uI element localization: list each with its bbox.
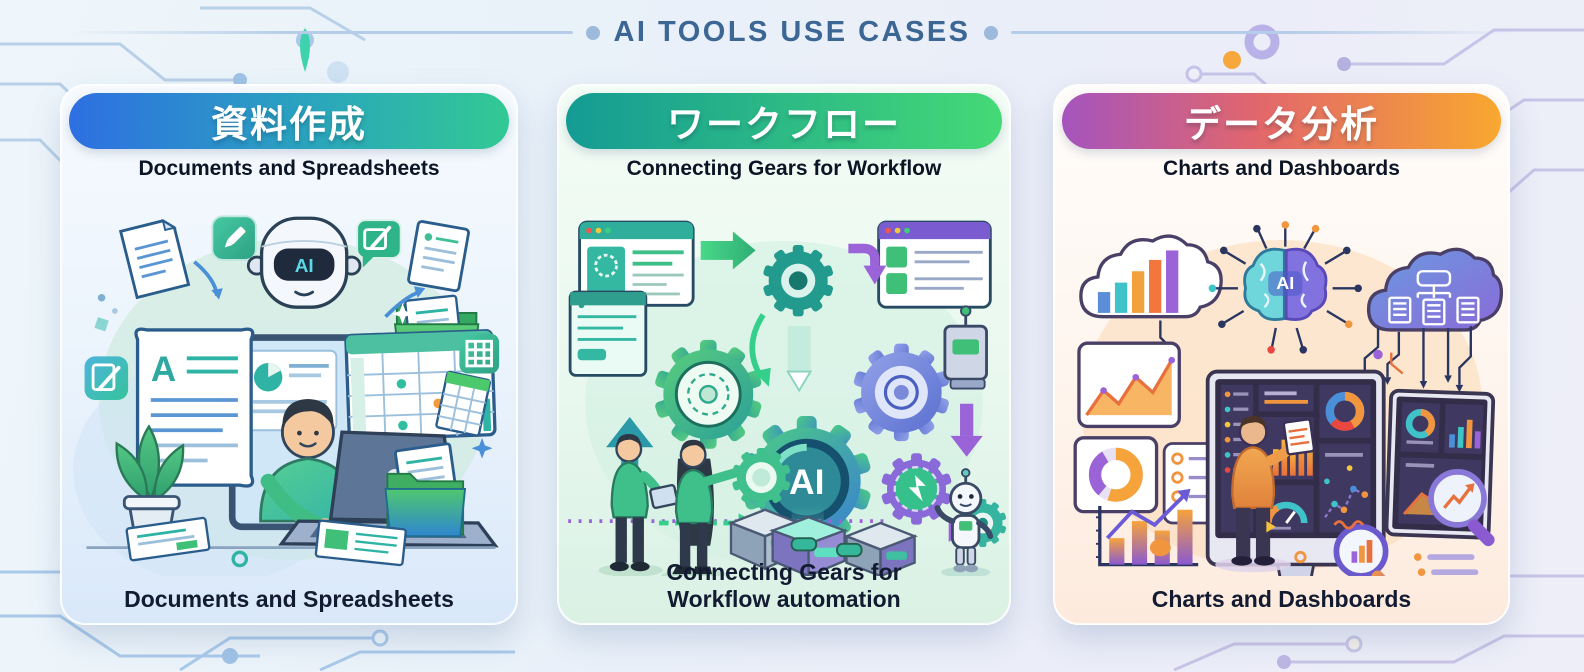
donut-chart-card-icon bbox=[1073, 436, 1159, 514]
flow-arrow-icon bbox=[700, 231, 756, 270]
gear-blue-icon bbox=[852, 343, 951, 442]
card-documents-illustration: AI bbox=[64, 205, 514, 576]
card-documents: 資料作成 Documents and Spreadsheets bbox=[60, 84, 518, 625]
arrowhead bbox=[211, 288, 223, 300]
flow-band bbox=[787, 326, 811, 376]
card-workflow-illustration: AI bbox=[561, 205, 1007, 576]
arrowhead-green bbox=[753, 367, 771, 387]
lightning-gear-icon bbox=[880, 453, 953, 525]
card-analytics-header-pill: データ分析 bbox=[1062, 93, 1501, 149]
sparkle-2 bbox=[471, 437, 493, 459]
bullet-list-accent bbox=[1414, 553, 1479, 576]
pipe-connector-2 bbox=[836, 542, 863, 558]
dot-accent-2 bbox=[112, 308, 118, 314]
arrowhead-2 bbox=[413, 286, 426, 298]
assistant-robot-icon bbox=[934, 468, 994, 576]
folder-bottom-icon bbox=[384, 442, 467, 538]
gear-large-icon bbox=[653, 339, 763, 449]
title-line-right bbox=[1010, 31, 1516, 34]
axis-bar-chart-icon bbox=[1096, 488, 1199, 567]
card-documents-caption: Documents and Spreadsheets bbox=[124, 585, 454, 612]
browser-window-icon bbox=[578, 220, 695, 307]
squiggle-accent bbox=[1333, 520, 1365, 530]
title-line-left bbox=[68, 31, 574, 34]
triangle-accent bbox=[1266, 521, 1276, 533]
dot-accent bbox=[97, 293, 106, 302]
document-letter: A bbox=[151, 350, 176, 389]
magnifier-trend-icon bbox=[1428, 469, 1495, 547]
dashboard-scatter-chart bbox=[1319, 443, 1371, 533]
gear-touched-icon bbox=[731, 447, 791, 508]
title-dot-left bbox=[586, 25, 601, 40]
card-documents-header-pill: 資料作成 bbox=[69, 93, 509, 149]
arrow-down-head bbox=[950, 435, 983, 457]
module-cube-2 bbox=[769, 516, 848, 576]
arrow-down-white bbox=[786, 370, 813, 393]
analyst-person bbox=[1215, 416, 1316, 573]
connected-module-cubes bbox=[727, 508, 918, 576]
side-monitor-bars bbox=[1444, 403, 1484, 455]
workflow-scene: AI bbox=[568, 220, 1007, 576]
document-icon bbox=[118, 218, 191, 300]
arrow-down-shaft bbox=[960, 403, 974, 436]
edit-doc-icon bbox=[84, 356, 129, 400]
page-header: AI TOOLS USE CASES bbox=[0, 16, 1584, 49]
browser-window-small-icon bbox=[568, 290, 648, 377]
document-stack-icon bbox=[407, 220, 470, 293]
ai-brain-circuit-icon: AI bbox=[1208, 221, 1362, 354]
gear-icon bbox=[762, 245, 834, 317]
paper-on-desk-icon bbox=[125, 516, 211, 562]
card-workflow-caption: Connecting Gears for Workflow automation bbox=[558, 559, 1010, 612]
pencil-badge-icon bbox=[211, 215, 257, 261]
card-analytics-illustration: AI bbox=[1057, 205, 1506, 576]
cloud-bar-chart-icon bbox=[1079, 234, 1223, 319]
speech-bubble-icon bbox=[356, 219, 402, 268]
dashboard-donut-chart bbox=[1319, 384, 1371, 438]
central-ai-gear-icon: AI bbox=[741, 416, 872, 547]
page-title: AI TOOLS USE CASES bbox=[613, 16, 971, 48]
orange-wire bbox=[1390, 352, 1404, 375]
pipe-connector bbox=[790, 537, 818, 552]
person-with-tablet bbox=[598, 434, 679, 576]
line-chart-card-icon bbox=[1077, 341, 1181, 429]
gear-ai-label: AI bbox=[789, 462, 825, 502]
mini-spreadsheet-icon bbox=[435, 370, 491, 437]
orange-ring bbox=[1294, 550, 1307, 564]
big-document-icon: A bbox=[134, 327, 255, 488]
brain-ai-label: AI bbox=[1276, 273, 1294, 293]
purple-dot bbox=[1373, 349, 1383, 360]
title-dot-right bbox=[983, 25, 998, 40]
card-analytics-subtitle: Charts and Dashboards bbox=[1163, 157, 1400, 180]
browser-window-right-icon bbox=[877, 220, 992, 309]
card-documents-subtitle: Documents and Spreadsheets bbox=[138, 157, 440, 180]
robot-ai-label: AI bbox=[295, 256, 314, 277]
card-analytics-caption: Charts and Dashboards bbox=[1151, 585, 1412, 612]
square-accent bbox=[94, 317, 109, 332]
ring-accent bbox=[231, 550, 249, 568]
spreadsheet-icon bbox=[344, 329, 497, 442]
documents-scene: AI bbox=[73, 215, 500, 576]
card-analytics: データ分析 Charts and Dashboards bbox=[1053, 84, 1510, 625]
magnifier-chart-icon bbox=[1333, 523, 1399, 576]
caption-line-2: Workflow automation bbox=[667, 585, 901, 612]
robot-machine-icon bbox=[943, 305, 988, 390]
grid-table-icon bbox=[459, 333, 500, 374]
card-workflow-subtitle: Connecting Gears for Workflow bbox=[626, 157, 942, 180]
orange-blob bbox=[1149, 539, 1171, 557]
person-touching-gear bbox=[660, 439, 749, 576]
paper-on-desk-icon-2 bbox=[314, 519, 407, 567]
card-workflow: ワークフロー Connecting Gears for Workflow bbox=[557, 84, 1011, 625]
card-workflow-header-pill: ワークフロー bbox=[566, 93, 1002, 149]
sparkle bbox=[392, 303, 413, 325]
cloud-database-icon bbox=[1366, 247, 1504, 332]
arrowhead-purple bbox=[863, 265, 887, 285]
ai-robot-head-icon: AI bbox=[246, 216, 362, 309]
flow-arrow-purple-icon bbox=[848, 243, 880, 268]
analytics-scene: AI bbox=[1073, 221, 1504, 576]
caption-line-1: Connecting Gears for bbox=[666, 559, 902, 586]
